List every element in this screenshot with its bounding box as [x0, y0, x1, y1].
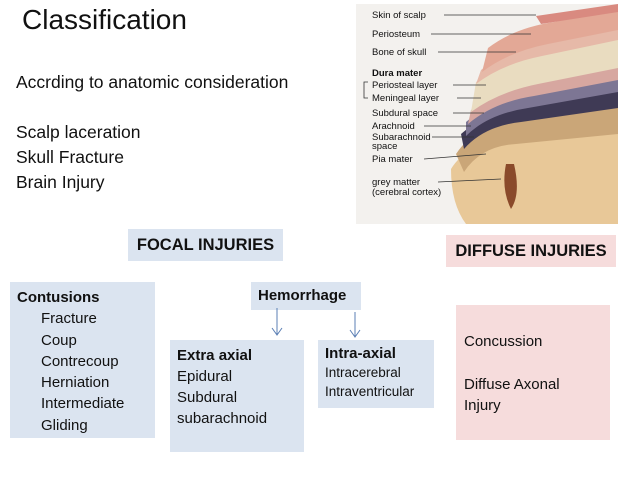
- label-arachnoid: Arachnoid: [372, 121, 415, 132]
- label-subarachnoid: Subarachnoid: [372, 132, 431, 143]
- diffuse-injuries-box: Concussion Diffuse Axonal Injury: [456, 305, 610, 440]
- label-grey-matter: grey matter: [372, 177, 420, 188]
- arrow-to-extra-axial: [271, 308, 283, 336]
- focal-injuries-header: FOCAL INJURIES: [128, 229, 283, 261]
- intro-item-brain: Brain Injury: [16, 172, 105, 192]
- diffuse-item-injury: Injury: [464, 397, 501, 414]
- label-space: space: [372, 141, 397, 152]
- contusion-item-contrecoup: Contrecoup: [41, 352, 119, 370]
- label-subdural-space: Subdural space: [372, 108, 438, 119]
- label-meningeal-layer: Meningeal layer: [372, 93, 439, 104]
- extra-axial-item-subdural: Subdural: [177, 389, 238, 406]
- extra-axial-heading: Extra axial: [177, 347, 253, 364]
- contusions-heading: Contusions: [17, 289, 100, 306]
- intro-item-scalp: Scalp laceration: [16, 122, 141, 142]
- intra-axial-box: Intra-axial Intracerebral Intraventricul…: [318, 340, 434, 408]
- contusion-item-herniation: Herniation: [41, 374, 110, 392]
- extra-axial-item-subarachnoid: subarachnoid: [177, 410, 268, 427]
- contusion-item-coup: Coup: [41, 331, 77, 349]
- contusion-item-fracture: Fracture: [41, 310, 97, 328]
- diffuse-item-concussion: Concussion: [464, 333, 543, 350]
- slide-title: Classification: [22, 4, 187, 35]
- contusion-item-gliding: Gliding: [41, 416, 88, 434]
- label-skin-of-scalp: Skin of scalp: [372, 10, 426, 21]
- contusions-box: Contusions Fracture Coup Contrecoup Hern…: [10, 282, 155, 438]
- label-bone-of-skull: Bone of skull: [372, 47, 426, 58]
- label-periosteal-layer: Periosteal layer: [372, 80, 437, 91]
- intro-item-skull: Skull Fracture: [16, 147, 124, 167]
- extra-axial-box: Extra axial Epidural Subdural subarachno…: [170, 340, 304, 452]
- intra-axial-item-intraventricular: Intraventricular: [325, 384, 415, 399]
- extra-axial-item-epidural: Epidural: [177, 368, 233, 385]
- label-pia-mater: Pia mater: [372, 154, 413, 165]
- intro-line: Accrding to anatomic consideration: [16, 72, 289, 92]
- diffuse-injuries-header: DIFFUSE INJURIES: [446, 235, 616, 267]
- intra-axial-item-intracerebral: Intracerebral: [325, 365, 401, 380]
- label-dura-mater: Dura mater: [372, 68, 422, 79]
- arrow-to-intra-axial: [349, 312, 361, 338]
- diffuse-item-axonal: Diffuse Axonal: [464, 375, 560, 393]
- intra-axial-heading: Intra-axial: [325, 345, 396, 362]
- label-cerebral-cortex: (cerebral cortex): [372, 187, 441, 198]
- scalp-anatomy-illustration: Skin of scalp Periosteum Bone of skull D…: [356, 4, 618, 224]
- intro-text: Accrding to anatomic consideration Scalp…: [16, 70, 288, 195]
- hemorrhage-box: Hemorrhage: [251, 282, 361, 310]
- label-periosteum: Periosteum: [372, 29, 420, 40]
- contusion-item-intermediate: Intermediate: [41, 395, 125, 413]
